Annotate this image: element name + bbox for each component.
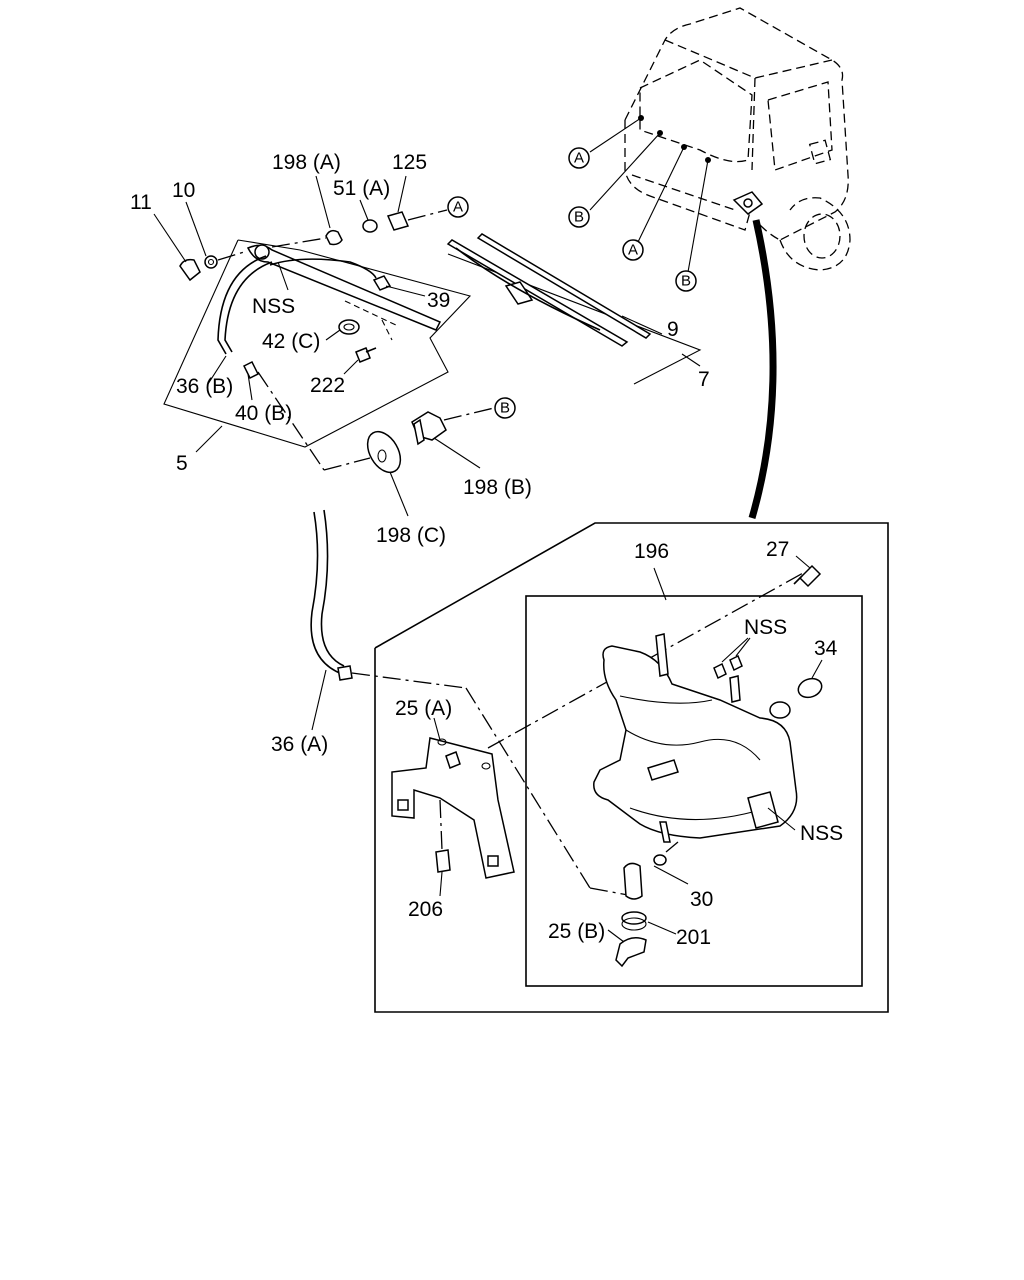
label-part-198a: 198 (A) <box>272 151 341 174</box>
svg-text:A: A <box>628 242 638 259</box>
label-part-51a: 51 (A) <box>333 177 390 200</box>
washer-tank <box>593 564 823 843</box>
label-part-42c: 42 (C) <box>262 330 320 353</box>
label-part-222: 222 <box>310 374 345 397</box>
washer-nozzle <box>411 407 495 446</box>
label-part-27: 27 <box>766 538 789 561</box>
label-part-11: 11 <box>130 191 152 214</box>
svg-text:A: A <box>453 199 463 216</box>
svg-text:A: A <box>574 150 584 167</box>
label-part-36a: 36 (A) <box>271 733 328 756</box>
ref-circle-a-arm: A <box>447 196 469 218</box>
label-part-9: 9 <box>667 318 679 341</box>
label-part-5: 5 <box>176 452 188 475</box>
leader-lines <box>153 175 823 943</box>
nozzle-grommet <box>366 430 402 474</box>
ref-circle-b-nozzle: B <box>494 397 516 419</box>
label-part-206: 206 <box>408 898 443 921</box>
label-part-40b: 40 (B) <box>235 402 292 425</box>
label-nss-tank: NSS <box>744 616 787 639</box>
washer-hose <box>310 509 353 681</box>
label-nss-side: NSS <box>800 822 843 845</box>
label-part-198b: 198 (B) <box>463 476 532 499</box>
wiper-blade-assembly <box>446 233 702 385</box>
label-part-196: 196 <box>634 540 669 563</box>
svg-text:B: B <box>574 209 584 226</box>
label-part-7: 7 <box>698 368 710 391</box>
ref-circle-b-cab-1: B <box>568 206 590 228</box>
tank-detail-frame <box>351 522 889 1013</box>
label-part-36b: 36 (B) <box>176 375 233 398</box>
label-part-34: 34 <box>814 637 838 660</box>
ref-circle-b-cab-2: B <box>675 270 697 292</box>
label-part-39: 39 <box>427 289 450 312</box>
tank-bracket <box>391 737 515 879</box>
label-part-125: 125 <box>392 151 427 174</box>
svg-text:B: B <box>681 273 691 290</box>
washer-pump <box>615 841 679 968</box>
label-part-25a: 25 (A) <box>395 697 452 720</box>
ref-circle-a-cab-1: A <box>568 147 590 169</box>
label-part-198c: 198 (C) <box>376 524 446 547</box>
location-pointer-curve <box>748 219 777 519</box>
label-part-25b: 25 (B) <box>548 920 605 943</box>
label-part-30: 30 <box>690 888 713 911</box>
svg-text:B: B <box>500 400 510 417</box>
label-nss-arm: NSS <box>252 295 295 318</box>
wiper-arm-group <box>163 209 472 471</box>
label-part-201: 201 <box>676 926 711 949</box>
truck-cab-illustration <box>589 7 851 273</box>
label-part-10: 10 <box>172 179 195 202</box>
ref-circle-a-cab-2: A <box>622 239 644 261</box>
